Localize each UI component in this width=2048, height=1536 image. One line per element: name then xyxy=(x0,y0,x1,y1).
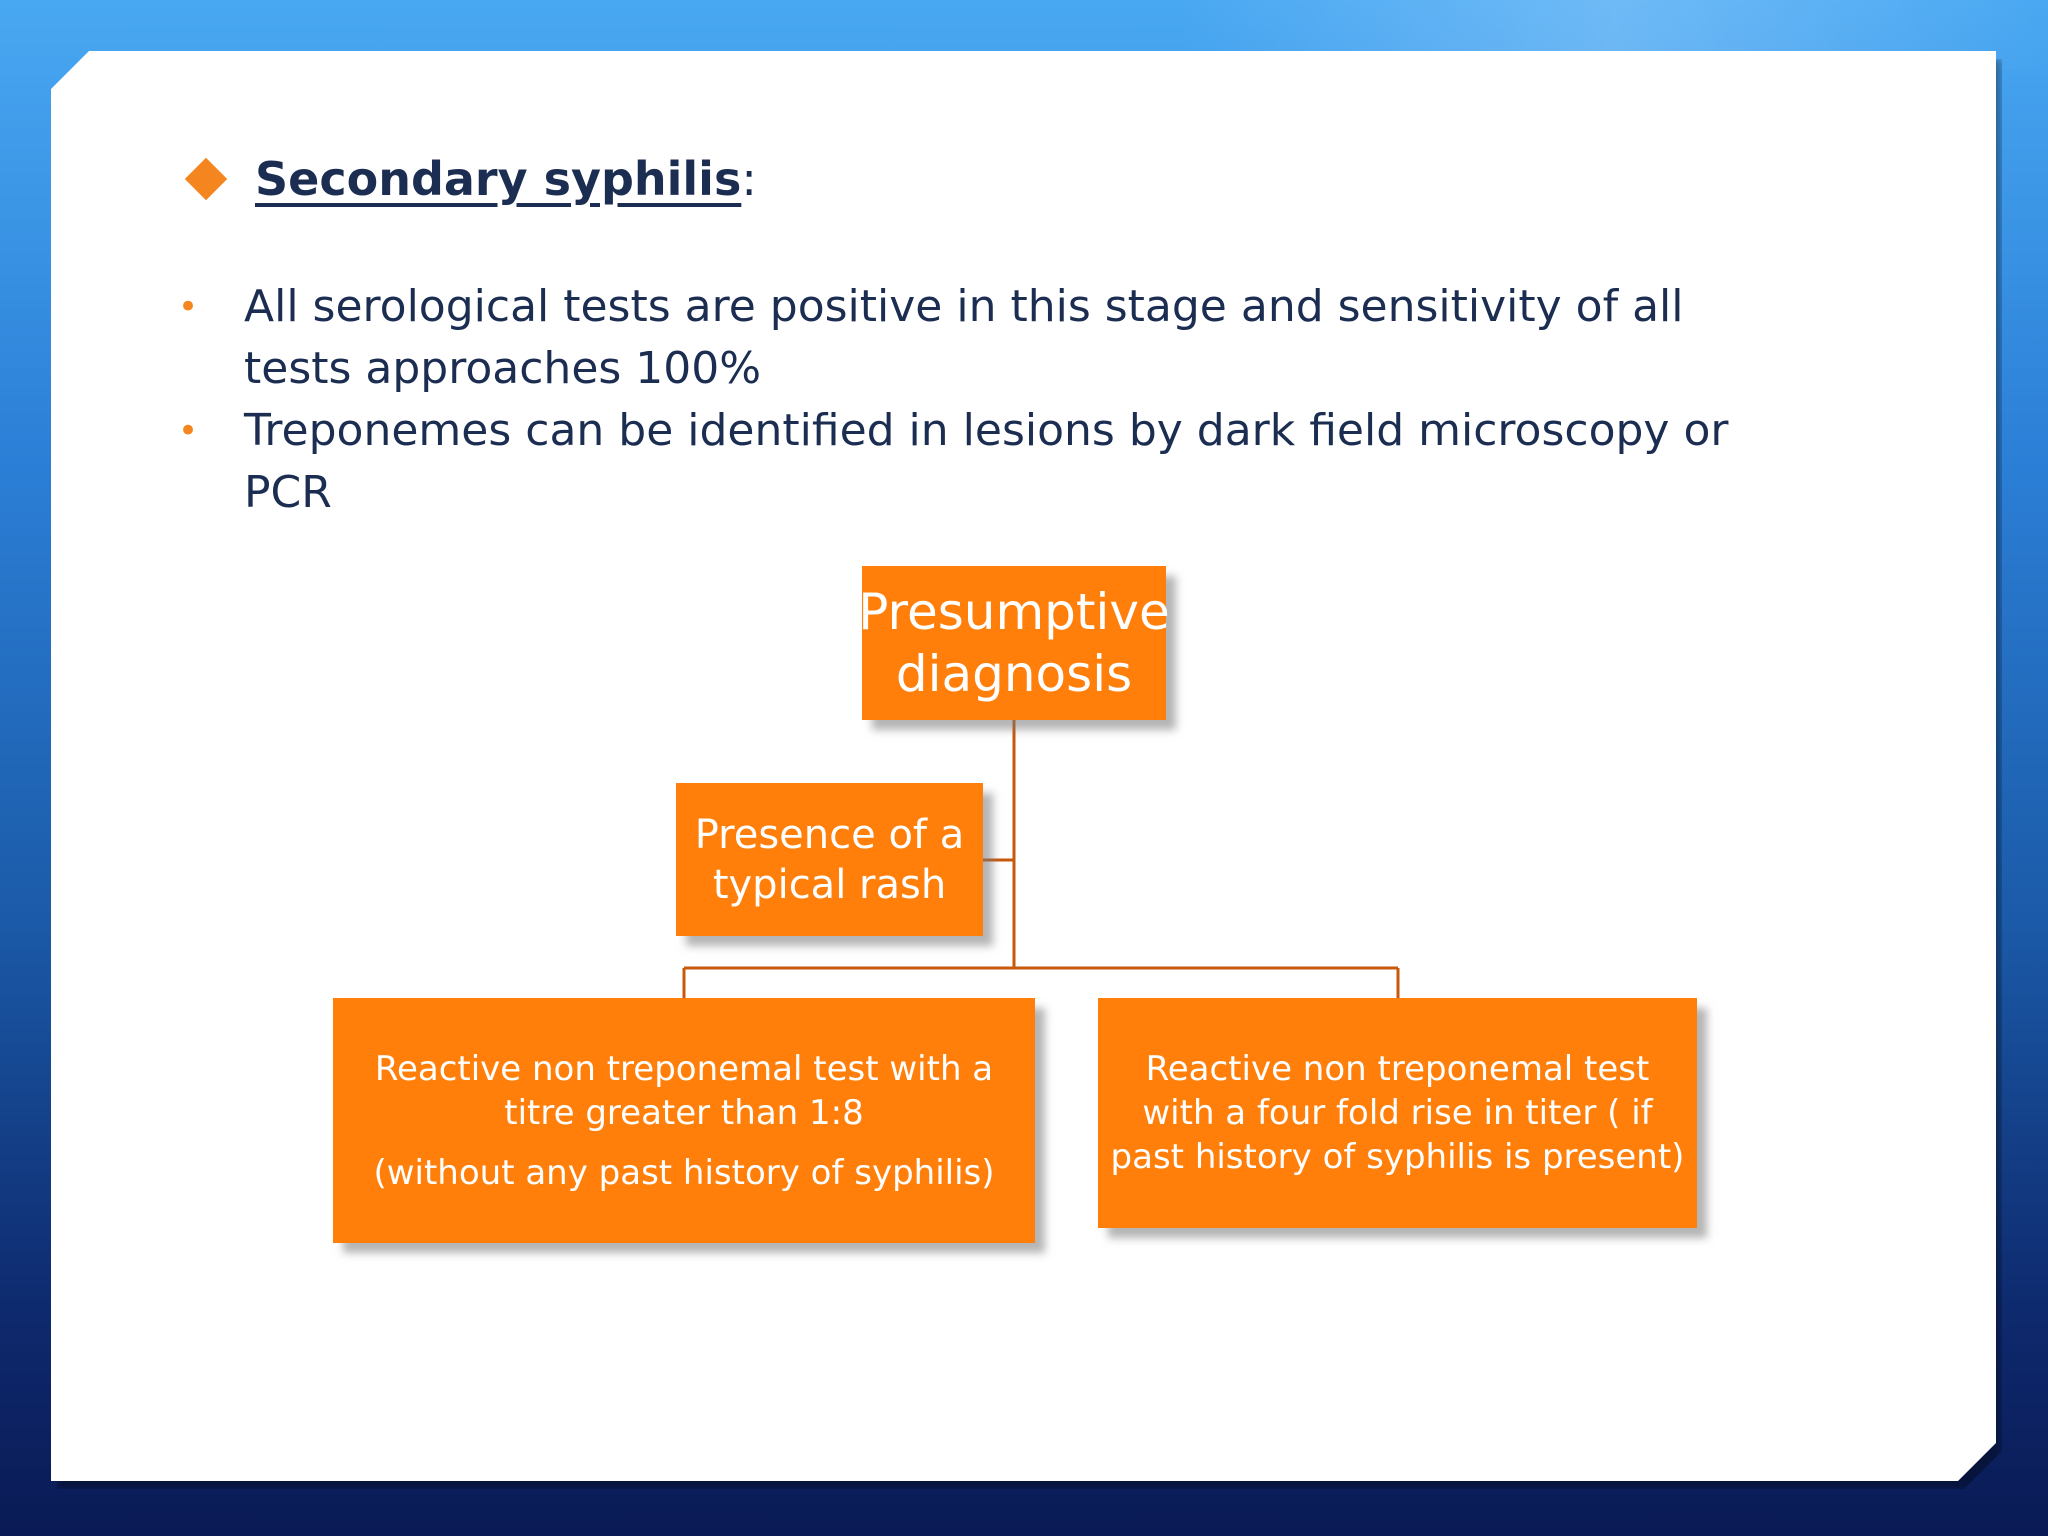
bullet-item: • Treponemes can be identified in lesion… xyxy=(176,400,1796,524)
bullet-dot-icon: • xyxy=(178,411,199,451)
box-subtext: (without any past history of syphilis) xyxy=(373,1152,995,1193)
box-line: diagnosis xyxy=(895,645,1133,703)
bullet-text: All serological tests are positive in th… xyxy=(244,281,1684,394)
box-line: Presumptive xyxy=(858,583,1170,641)
box-text: Reactive non treponemal test with a four… xyxy=(1110,1049,1685,1177)
box-line: Presence of a xyxy=(694,811,965,858)
heading-row: Secondary syphilis : xyxy=(183,152,757,206)
bullet-dot-icon: • xyxy=(178,287,199,327)
typical-rash-box: Presence of a typical rash xyxy=(676,783,983,936)
heading-colon: : xyxy=(741,152,757,206)
titre-test-box: Reactive non treponemal test with a titr… xyxy=(333,998,1035,1243)
bullet-list: • All serological tests are positive in … xyxy=(176,276,1796,524)
bullet-text: Treponemes can be identified in lesions … xyxy=(244,405,1729,518)
presumptive-diagnosis-box: Presumptive diagnosis xyxy=(858,566,1170,720)
fourfold-rise-box: Reactive non treponemal test with a four… xyxy=(1098,998,1697,1228)
bullet-item: • All serological tests are positive in … xyxy=(176,276,1796,400)
heading-title: Secondary syphilis xyxy=(255,152,742,206)
box-text: Reactive non treponemal test with a titr… xyxy=(374,1048,994,1133)
box-line: typical rash xyxy=(712,861,947,908)
